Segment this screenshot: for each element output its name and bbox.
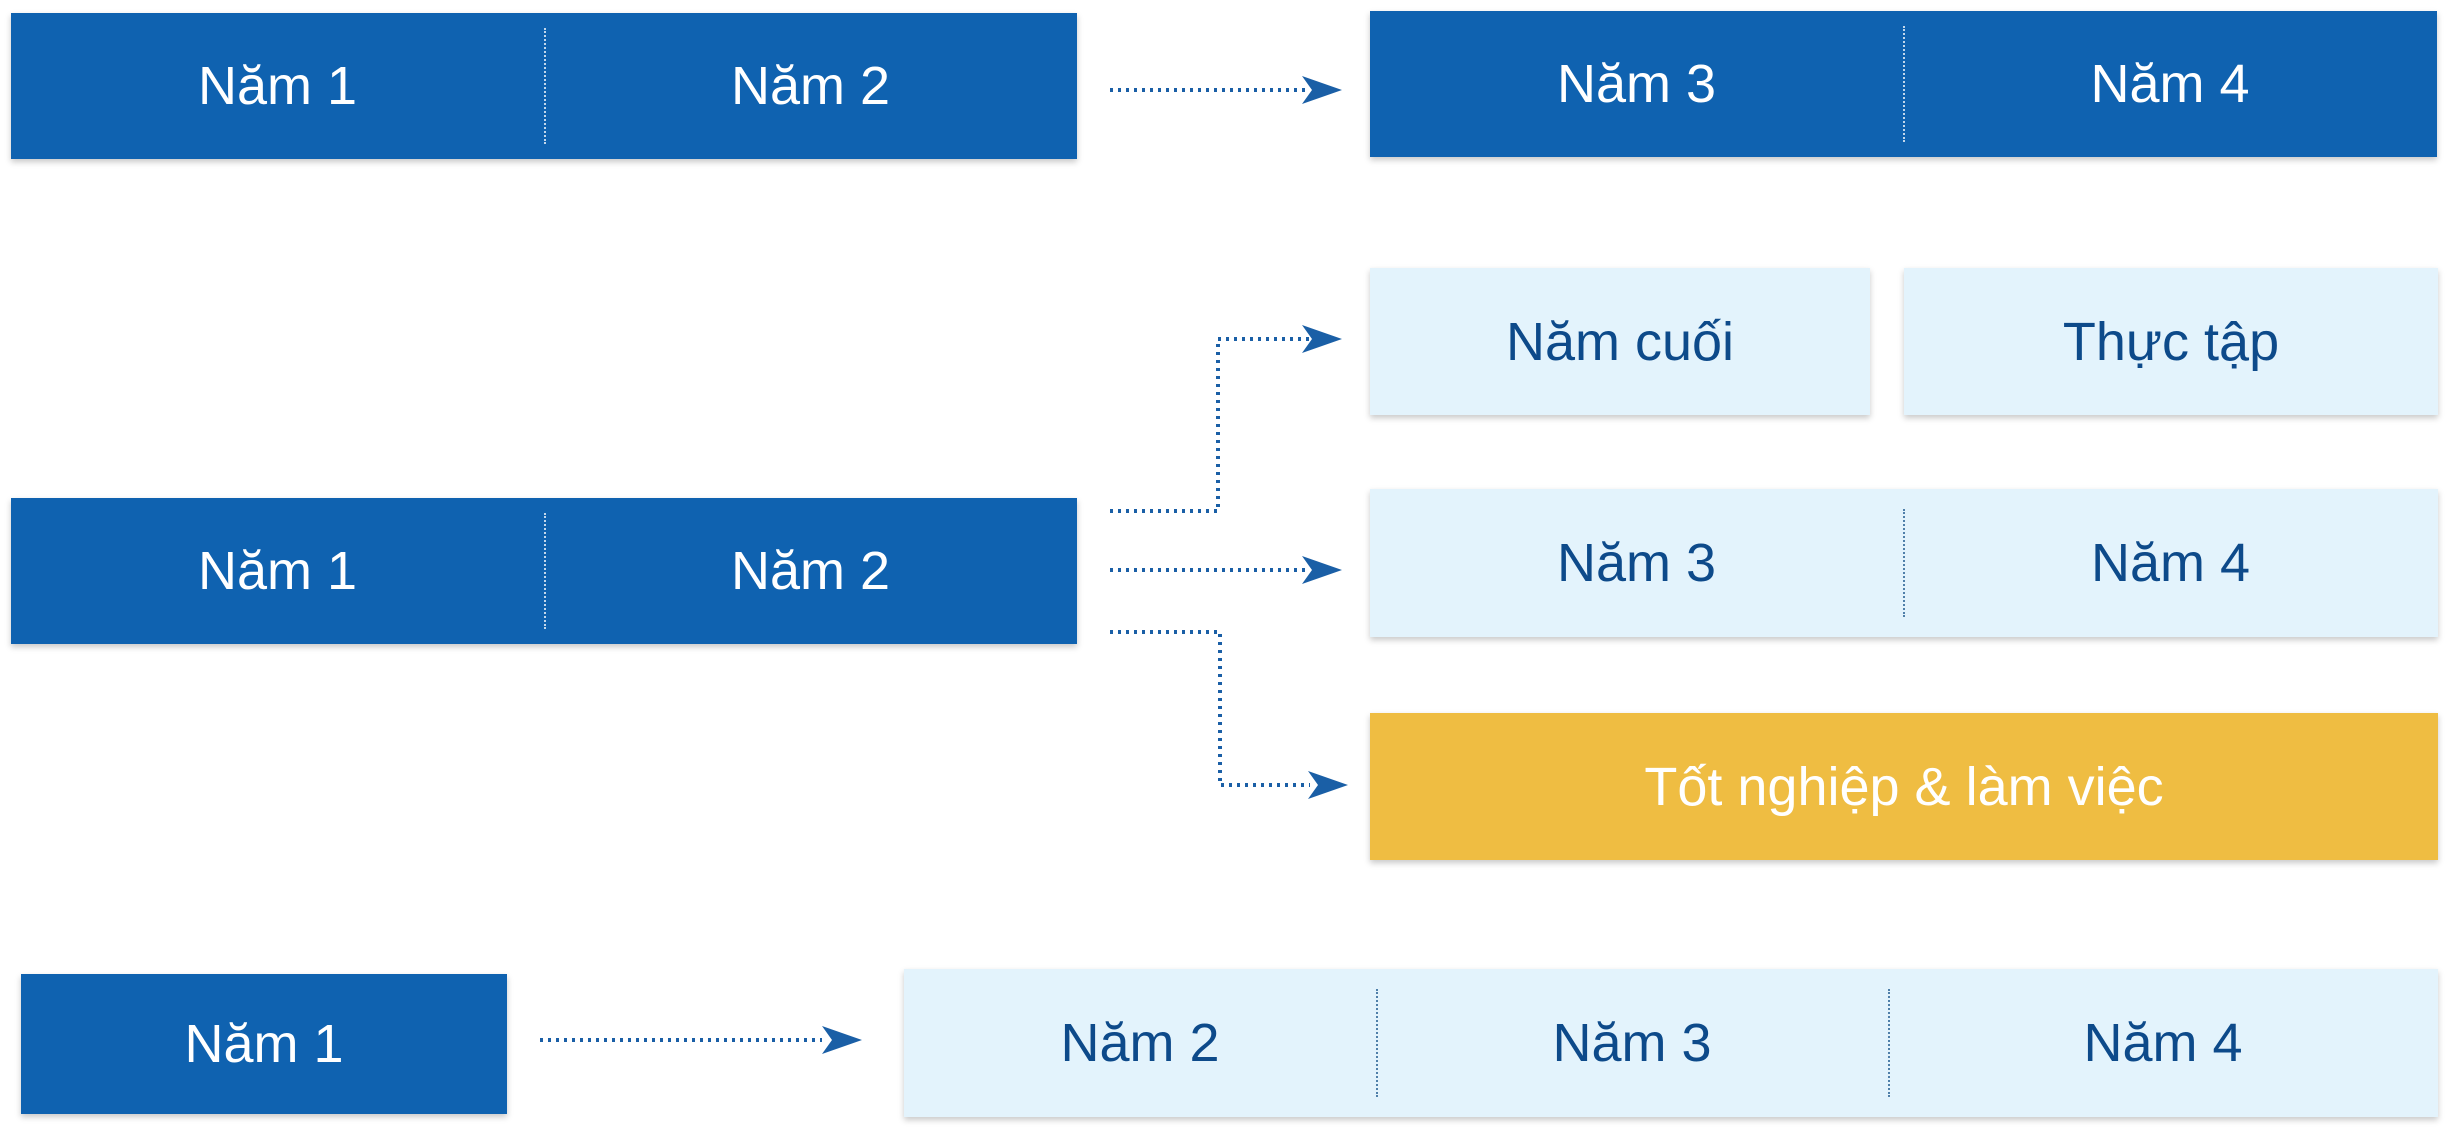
internship-label: Thực tập: [2062, 311, 2280, 372]
year-2-label: Năm 2: [1060, 1013, 1220, 1073]
divider: [544, 513, 546, 629]
divider: [544, 28, 546, 144]
final-year-block: Năm cuối: [1370, 268, 1870, 415]
year-3-label: Năm 3: [1556, 533, 1717, 593]
arrowhead-row3: [822, 1026, 862, 1054]
row3-start-block: Năm 1: [21, 974, 507, 1114]
year-4-label: Năm 4: [2090, 533, 2251, 593]
final-year-label: Năm cuối: [1505, 311, 1735, 372]
internship-block: Thực tập: [1904, 268, 2438, 415]
arrowhead-row1: [1302, 76, 1342, 104]
divider: [1903, 26, 1905, 142]
divider: [1903, 509, 1905, 617]
arrow-to-final-year: [1110, 337, 1310, 513]
year-3-label: Năm 3: [1552, 1013, 1712, 1073]
row1-end-block: Năm 3 Năm 4: [1370, 11, 2437, 157]
year-1-label: Năm 1: [197, 541, 358, 601]
arrowhead-year3: [1302, 556, 1342, 584]
arrowhead-graduate: [1308, 771, 1348, 799]
year-4-label: Năm 4: [2090, 54, 2250, 114]
row2-start-block: Năm 1 Năm 2: [11, 498, 1077, 644]
row1-start-block: Năm 1 Năm 2: [11, 13, 1077, 159]
arrow-to-graduate: [1110, 630, 1310, 787]
year-1-label: Năm 1: [184, 1014, 344, 1074]
row3-end-block: Năm 2 Năm 3 Năm 4: [904, 969, 2438, 1117]
divider: [1888, 989, 1890, 1097]
year-3-label: Năm 3: [1556, 54, 1717, 114]
year-1-label: Năm 1: [197, 56, 358, 116]
year-4-label: Năm 4: [2083, 1013, 2243, 1073]
graduate-and-work-block: Tốt nghiệp & làm việc: [1370, 713, 2438, 860]
arrowhead-final-year: [1302, 325, 1342, 353]
year-2-label: Năm 2: [730, 56, 891, 116]
graduate-and-work-label: Tốt nghiệp & làm việc: [1644, 756, 2164, 817]
year3-year4-block: Năm 3 Năm 4: [1370, 489, 2438, 637]
year-2-label: Năm 2: [730, 541, 891, 601]
divider: [1376, 989, 1378, 1097]
